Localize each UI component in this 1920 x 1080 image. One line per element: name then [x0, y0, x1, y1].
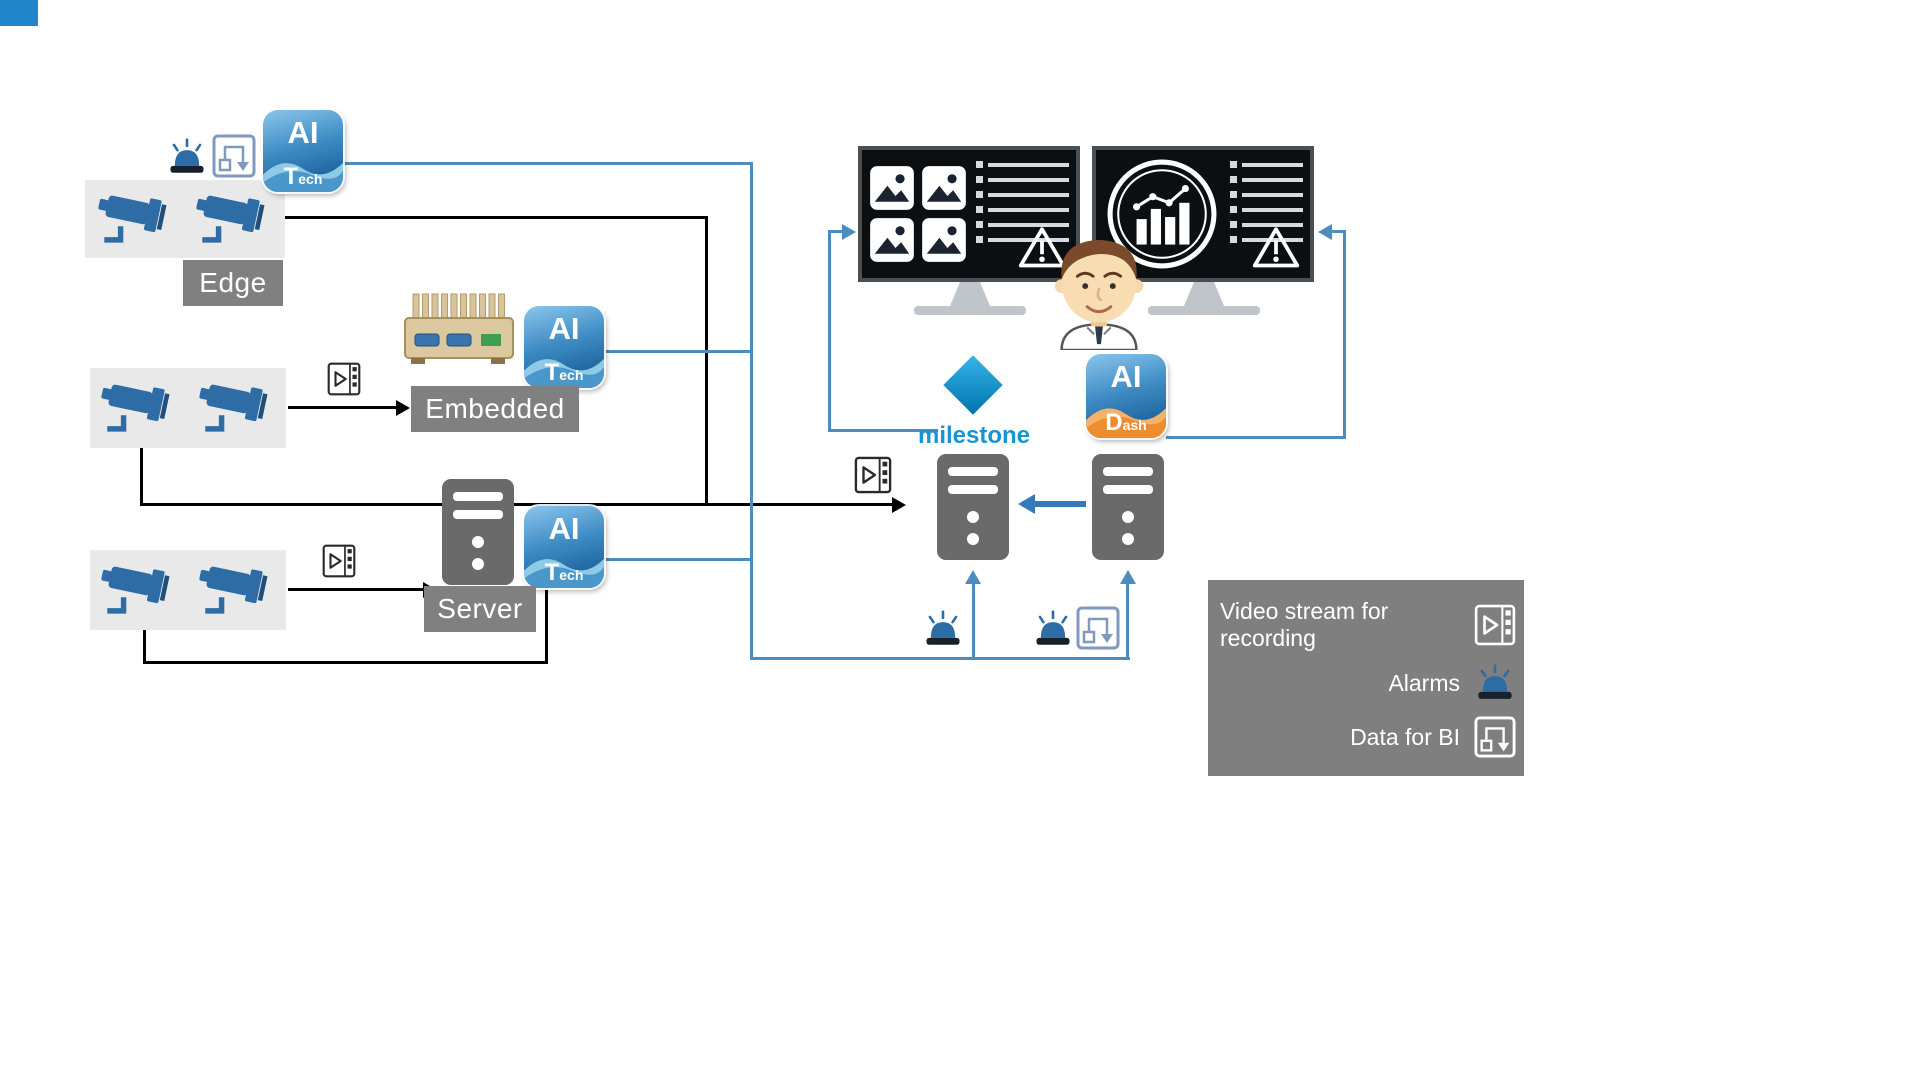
ai-logo-text: AI — [287, 115, 319, 150]
server-tower-icon — [440, 476, 516, 588]
video-stream-icon — [327, 362, 361, 396]
cctv-camera-icon — [98, 561, 180, 619]
cam2-arrowhead — [396, 400, 410, 416]
data-for-bi-icon — [212, 134, 256, 178]
edge-video-line-h — [285, 216, 708, 219]
ai2-alarm-line — [602, 350, 752, 353]
wave-graphic — [1086, 407, 1166, 438]
milestone-logo — [943, 355, 1003, 415]
camera-thumbnails — [869, 157, 967, 271]
milestone-diamond-icon — [943, 355, 1003, 415]
ai-dash-logo: AI Dash — [1086, 354, 1166, 438]
cctv-camera-icon — [95, 190, 177, 248]
legend-panel: Video stream for recording Alarms Data f… — [1208, 580, 1524, 776]
image-thumbnail-icon — [921, 165, 967, 211]
wave-graphic — [263, 162, 343, 192]
server-camera-group — [90, 550, 286, 630]
monitor-stand-base — [1148, 306, 1260, 315]
alarm-bus-vertical — [750, 162, 753, 660]
alarm-icon — [1474, 663, 1516, 705]
monitor-left-feed-stub — [828, 230, 844, 233]
ai-tech-logo-edge: AI Tech — [263, 110, 343, 192]
milestone-to-monitor-line-h — [828, 429, 938, 432]
video-stream-icon — [1474, 604, 1516, 646]
event-list — [976, 157, 1069, 271]
image-thumbnail-icon — [869, 165, 915, 211]
ai1-alarm-line — [342, 162, 752, 165]
legend-row-data-bi: Data for BI — [1220, 716, 1516, 758]
slide-corner-accent — [0, 0, 38, 26]
ai3-alarm-line — [602, 558, 752, 561]
video-arrow-to-milestone — [892, 497, 906, 513]
legend-label: Data for BI — [1350, 723, 1460, 750]
alarm-icon — [1032, 610, 1074, 650]
alarm-icon — [166, 138, 208, 178]
embedded-device-image — [393, 290, 523, 372]
video-stream-icon — [854, 456, 892, 494]
monitor-stand-base — [914, 306, 1026, 315]
alarm-arrow-milestone-server — [965, 570, 981, 584]
dash-to-milestone-line — [1034, 501, 1086, 507]
warning-triangle-icon — [1251, 225, 1301, 271]
ai-logo-text: AI — [548, 511, 580, 546]
ai-tech-logo-server: AI Tech — [524, 506, 604, 588]
cam3-arrow-line — [288, 588, 423, 591]
wave-graphic — [524, 358, 604, 388]
cam3-video-line-v — [143, 630, 146, 664]
server-video-line-v — [545, 590, 548, 664]
alarm-bus-horizontal — [750, 657, 1130, 660]
dash-to-milestone-arrowhead — [1018, 494, 1035, 514]
embedded-label: Embedded — [411, 386, 579, 432]
operator-person-icon — [1040, 232, 1158, 350]
event-list — [1230, 157, 1303, 271]
arrow-into-left-monitor — [842, 224, 856, 240]
legend-label: Video stream for recording — [1220, 597, 1389, 651]
cctv-camera-icon — [196, 561, 278, 619]
video-stream-icon — [322, 544, 356, 578]
arrow-into-right-monitor — [1318, 224, 1332, 240]
ai-dash-server-icon — [1090, 452, 1166, 562]
data-for-bi-icon — [1474, 716, 1516, 758]
wave-graphic — [524, 558, 604, 588]
embedded-camera-group — [90, 368, 286, 448]
monitor-right-feed-stub — [1330, 230, 1346, 233]
ai-logo-subtext: Tech — [283, 163, 323, 190]
milestone-server-icon — [935, 452, 1011, 562]
cam3-video-line-h — [143, 661, 548, 664]
cam2-arrow-line — [288, 406, 396, 409]
image-thumbnail-icon — [921, 217, 967, 263]
ai-logo-text: AI — [548, 311, 580, 346]
ai-logo-subtext: Tech — [544, 359, 584, 386]
dash-to-monitor-line-h — [1166, 436, 1346, 439]
edge-camera-group — [85, 180, 285, 258]
data-for-bi-icon — [1076, 606, 1120, 650]
server-label: Server — [424, 586, 536, 632]
cctv-camera-icon — [193, 190, 275, 248]
legend-row-alarms: Alarms — [1220, 663, 1516, 705]
alarm-line-to-dash-server — [1126, 584, 1129, 660]
monitor-stand — [950, 282, 990, 306]
legend-row-video-stream: Video stream for recording — [1220, 598, 1516, 652]
monitor-left-video-wall — [858, 146, 1080, 282]
milestone-to-monitor-line-v — [828, 230, 831, 432]
edge-video-line-v — [705, 216, 708, 506]
cctv-camera-icon — [196, 379, 278, 437]
ai-dash-subtext: Dash — [1105, 409, 1147, 436]
ai-logo-text: AI — [1110, 359, 1142, 394]
alarm-line-to-milestone-server — [972, 584, 975, 660]
alarm-icon — [922, 610, 964, 650]
milestone-label: milestone — [917, 422, 1031, 449]
monitor-stand — [1184, 282, 1224, 306]
cam2-video-line-v — [140, 446, 143, 506]
image-thumbnail-icon — [869, 217, 915, 263]
edge-label: Edge — [183, 260, 283, 306]
cctv-camera-icon — [98, 379, 180, 437]
dash-to-monitor-line-v — [1343, 230, 1346, 439]
ai-tech-logo-embedded: AI Tech — [524, 306, 604, 388]
alarm-arrow-dash-server — [1120, 570, 1136, 584]
main-video-line — [140, 503, 892, 506]
legend-label: Alarms — [1388, 670, 1460, 697]
ai-logo-subtext: Tech — [544, 559, 584, 586]
